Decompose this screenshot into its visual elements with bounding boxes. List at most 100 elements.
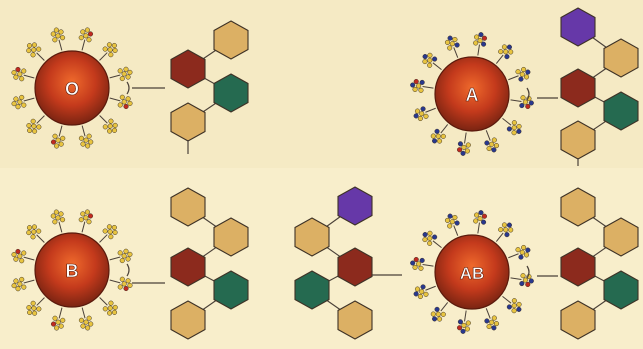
antigen-bead: [461, 322, 467, 328]
antigen-bead: [86, 219, 92, 225]
antigen-bead: [511, 130, 517, 136]
antigen-bead: [412, 264, 418, 270]
antigen-bead: [481, 41, 487, 47]
antigen-bead: [11, 101, 17, 107]
antigen-bead: [419, 79, 425, 85]
hexagon-dark-red: [560, 68, 596, 108]
antigen-bead: [31, 229, 37, 235]
antigen-stem: [440, 124, 449, 134]
antigen-bead: [432, 316, 438, 322]
antigen-bead: [504, 232, 510, 238]
antigen-bead: [55, 33, 61, 39]
antigen-bead: [434, 306, 440, 312]
antigen-bead: [486, 323, 492, 330]
antigen-stem: [425, 285, 436, 291]
antigen-bead: [435, 133, 441, 139]
antigen-stem: [81, 307, 86, 319]
antigen-bead: [422, 232, 428, 238]
antigen-bead: [432, 56, 438, 62]
antigen-bead: [456, 325, 463, 331]
cell-a: [410, 32, 534, 156]
antigen-bead: [519, 281, 525, 287]
antigen-bead: [112, 47, 118, 53]
antigen-bead: [21, 284, 27, 290]
antigen-bead: [83, 33, 89, 39]
antigen-bead: [521, 66, 527, 73]
antigen-bead: [26, 225, 33, 231]
antigen-bead: [423, 291, 429, 297]
antigen-bead: [125, 74, 131, 80]
antigen-bead: [464, 326, 470, 332]
antigen-bead: [107, 229, 113, 235]
antigen-bead: [503, 227, 509, 233]
antigen-bead: [87, 213, 94, 219]
antigen-bead: [88, 321, 94, 327]
antigen-bead: [508, 49, 514, 55]
hexagon-green: [213, 270, 249, 310]
antigen-bead: [26, 230, 32, 236]
antigen-bead: [117, 284, 123, 290]
hexagon-tan: [603, 217, 639, 257]
antigen-bead: [58, 141, 64, 147]
antigen-bead: [454, 42, 460, 48]
antigen-bead: [410, 260, 416, 266]
antigen-bead: [50, 139, 57, 145]
antigen-bead: [427, 57, 433, 63]
cell-b: [11, 209, 133, 331]
antigen-bead: [86, 315, 92, 321]
antigen-bead: [449, 41, 455, 47]
antigen-bead: [501, 222, 507, 228]
antigen-stem: [502, 295, 512, 304]
antigen-bead: [21, 68, 27, 74]
antigen-bead: [416, 261, 422, 267]
red-blood-cell: [434, 56, 510, 132]
antigen-bead: [119, 276, 125, 282]
antigen-bead: [465, 320, 471, 326]
hexagon-purple: [337, 186, 373, 226]
panel-type-b: B: [11, 187, 249, 340]
cell-ab: [410, 210, 534, 334]
antigen-bead: [478, 210, 484, 216]
antigen-bead: [477, 38, 483, 44]
antigen-bead: [519, 249, 525, 255]
antigen-bead: [13, 96, 19, 102]
antigen-bead: [60, 35, 66, 41]
antigen-stem: [58, 221, 63, 233]
antigen-bead: [102, 124, 108, 130]
antigen-bead: [493, 143, 500, 149]
antigen-stem: [485, 308, 491, 319]
antigen-bead: [518, 254, 524, 260]
antigen-bead: [84, 27, 90, 33]
hexagon-tan: [560, 187, 596, 227]
antigen-bead: [491, 147, 497, 153]
antigen-bead: [86, 133, 92, 139]
antigen-bead: [491, 325, 497, 331]
antigen-stem: [432, 240, 442, 249]
antigen-stem: [58, 125, 63, 137]
panel-type-o: O: [11, 20, 249, 154]
antigen-bead: [86, 37, 92, 43]
antigen-bead: [117, 250, 123, 256]
antigen-stem: [36, 52, 45, 61]
hexagon-tan: [603, 38, 639, 78]
antigen-bead: [55, 137, 61, 143]
antigen-stem: [109, 97, 121, 102]
red-blood-cell: [434, 234, 510, 310]
antigen-bead: [119, 94, 125, 100]
antigen-stem: [495, 54, 504, 64]
antigen-bead: [430, 311, 436, 317]
antigen-stem: [464, 132, 467, 144]
antigen-bead: [125, 96, 131, 102]
antigen-bead: [31, 42, 37, 48]
antigen-bead: [15, 286, 21, 292]
antigen-bead: [55, 215, 61, 221]
antigen-bead: [410, 82, 416, 88]
antigen-stem: [23, 74, 35, 79]
red-blood-cell: [34, 50, 110, 126]
antigen-stem: [99, 52, 108, 61]
antigen-bead: [125, 256, 131, 262]
antigen-bead: [30, 118, 36, 124]
antigen-bead: [447, 213, 453, 219]
antigen-bead: [417, 115, 423, 122]
antigen-bead: [525, 103, 531, 110]
